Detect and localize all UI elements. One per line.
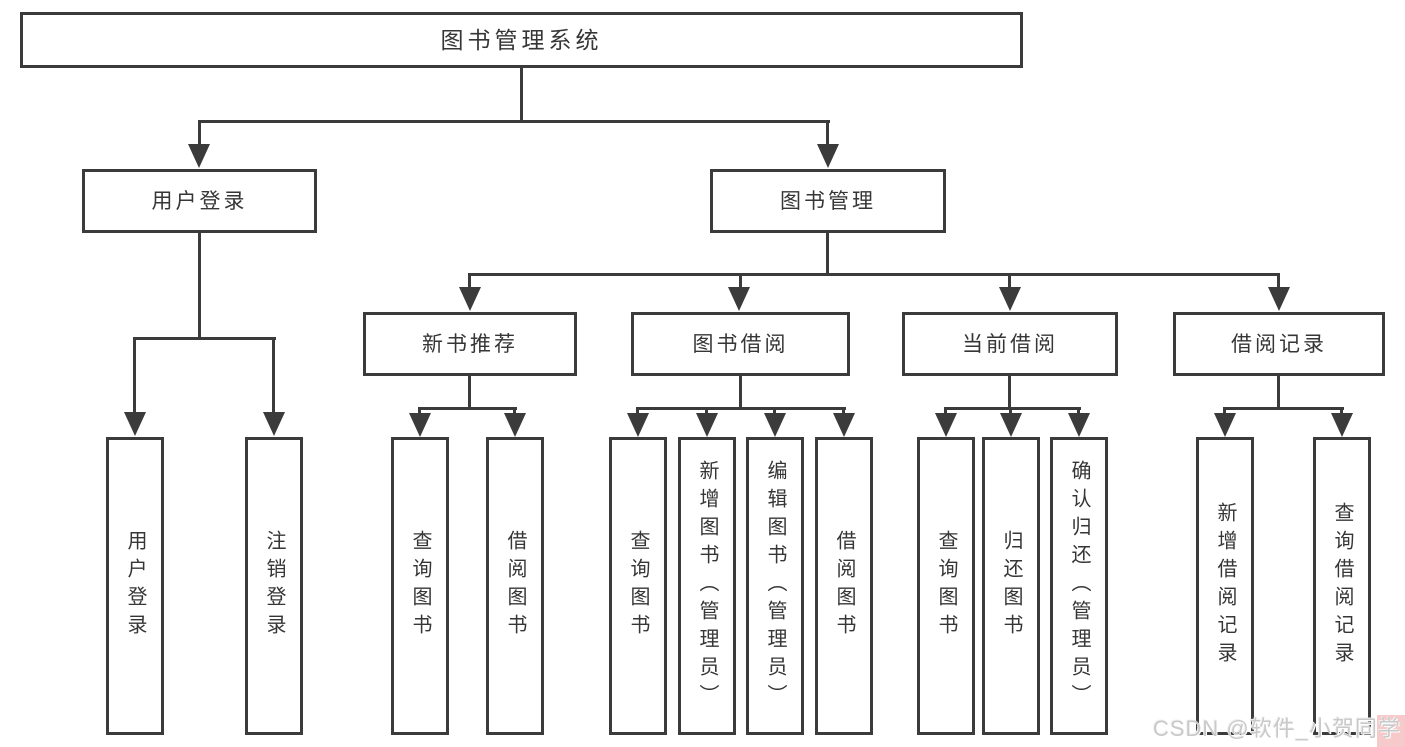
connector-line — [418, 407, 421, 415]
node-user-login: 用户登录 — [82, 169, 317, 233]
node-new-book-recommend: 新书推荐 — [363, 312, 577, 376]
connector-line — [636, 407, 846, 410]
node-borrow-history: 借阅记录 — [1173, 312, 1385, 376]
leaf-edit-books-admin: 编辑图书（管理员） — [746, 437, 804, 735]
connector-line — [773, 407, 776, 415]
connector-line — [198, 120, 830, 123]
leaf-user-login: 用户登录 — [106, 437, 164, 735]
leaf-borrow-books: 借阅图书 — [815, 437, 873, 735]
arrow-down-icon — [1214, 413, 1236, 437]
arrow-down-icon — [1268, 287, 1290, 311]
arrow-down-icon — [459, 287, 481, 311]
arrow-down-icon — [124, 412, 146, 436]
leaf-logout: 注销登录 — [245, 437, 303, 735]
connector-line — [198, 231, 201, 339]
arrow-down-icon — [764, 413, 786, 437]
watermark-accent-block — [1377, 715, 1405, 747]
arrow-down-icon — [188, 144, 210, 168]
arrow-down-icon — [1331, 413, 1353, 437]
arrow-down-icon — [409, 413, 431, 437]
connector-line — [1223, 407, 1344, 410]
connector-line — [1277, 374, 1280, 410]
leaf-return-books: 归还图书 — [982, 437, 1040, 735]
connector-line — [133, 337, 136, 414]
arrow-down-icon — [1068, 413, 1090, 437]
leaf-add-books-admin: 新增图书（管理员） — [678, 437, 736, 735]
arrow-down-icon — [627, 413, 649, 437]
connector-line — [826, 231, 829, 275]
connector-line — [1077, 407, 1080, 415]
connector-line — [1277, 273, 1280, 290]
arrow-down-icon — [935, 413, 957, 437]
leaf-borrow-books-recommend: 借阅图书 — [486, 437, 544, 735]
connector-line — [468, 374, 471, 410]
connector-line — [826, 120, 829, 146]
connector-line — [272, 337, 275, 414]
connector-line — [418, 407, 517, 410]
leaf-query-books-recommend: 查询图书 — [391, 437, 449, 735]
leaf-confirm-return-admin: 确认归还（管理员） — [1050, 437, 1108, 735]
arrow-down-icon — [504, 413, 526, 437]
leaf-add-borrow-record: 新增借阅记录 — [1196, 437, 1254, 735]
connector-line — [739, 374, 742, 410]
node-library-system: 图书管理系统 — [20, 12, 1023, 68]
arrow-down-icon — [696, 413, 718, 437]
leaf-query-books-borrow: 查询图书 — [609, 437, 667, 735]
connector-line — [739, 273, 742, 290]
arrow-down-icon — [999, 287, 1021, 311]
connector-line — [842, 407, 845, 415]
arrow-down-icon — [833, 413, 855, 437]
connector-line — [520, 66, 523, 122]
connector-line — [944, 407, 947, 415]
connector-line — [468, 273, 471, 290]
connector-line — [133, 337, 276, 340]
node-book-management: 图书管理 — [710, 169, 946, 233]
connector-line — [198, 120, 201, 146]
connector-line — [636, 407, 639, 415]
arrow-down-icon — [1000, 413, 1022, 437]
connector-line — [1223, 407, 1226, 415]
connector-line — [468, 273, 1280, 276]
watermark-text: CSDN @软件_小贺同学 — [1152, 716, 1401, 741]
arrow-down-icon — [263, 412, 285, 436]
arrow-down-icon — [728, 287, 750, 311]
node-book-borrow: 图书借阅 — [631, 312, 850, 376]
leaf-query-borrow-record: 查询借阅记录 — [1313, 437, 1371, 735]
arrow-down-icon — [817, 144, 839, 168]
leaf-query-books-current: 查询图书 — [917, 437, 975, 735]
connector-line — [1340, 407, 1343, 415]
node-current-borrow: 当前借阅 — [902, 312, 1118, 376]
connector-line — [1009, 407, 1012, 415]
connector-line — [1008, 374, 1011, 410]
connector-line — [1008, 273, 1011, 290]
connector-line — [705, 407, 708, 415]
connector-line — [944, 407, 1081, 410]
connector-line — [513, 407, 516, 415]
